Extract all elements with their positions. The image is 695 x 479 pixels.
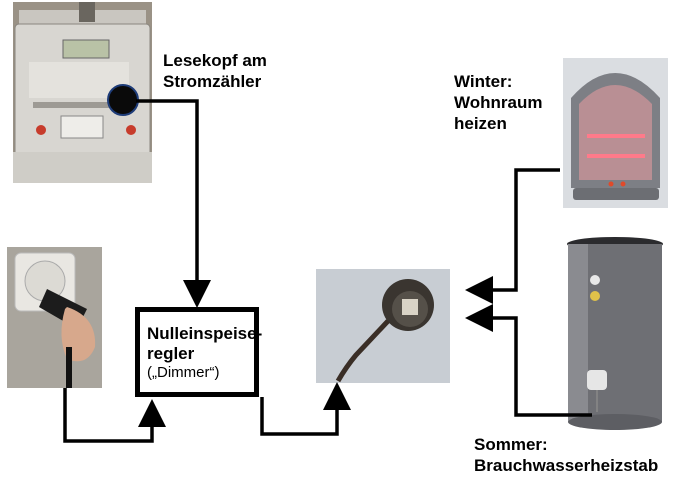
hot-water-tank-photo [565, 236, 665, 430]
meter-head-label: Lesekopf am Stromzähler [163, 51, 267, 91]
power-socket-cable-photo [316, 269, 450, 383]
wall-socket-plug-graphic [7, 247, 102, 388]
meter-to-regulator-wire [136, 99, 211, 308]
tank-to-socket-wire [465, 304, 592, 417]
regulator-title: Nulleinspeise- regler [147, 324, 263, 363]
heater-to-socket-wire [465, 168, 560, 304]
wall-socket-plug-photo [7, 247, 102, 388]
regulator-to-socket-wire [260, 382, 351, 436]
winter-label: Winter: Wohnraum heizen [454, 72, 543, 133]
regulator-subtitle: („Dimmer“) [147, 364, 220, 381]
hot-water-tank-graphic [565, 236, 665, 430]
radiant-heater-photo [563, 58, 668, 208]
zero-feed-regulator-box: Nulleinspeise- regler („Dimmer“) [135, 307, 263, 397]
socket-to-regulator-wire [63, 388, 166, 443]
summer-label: Sommer: Brauchwasserheizstab [474, 435, 659, 475]
power-socket-cable-graphic [316, 269, 450, 383]
radiant-heater-graphic [563, 58, 668, 208]
